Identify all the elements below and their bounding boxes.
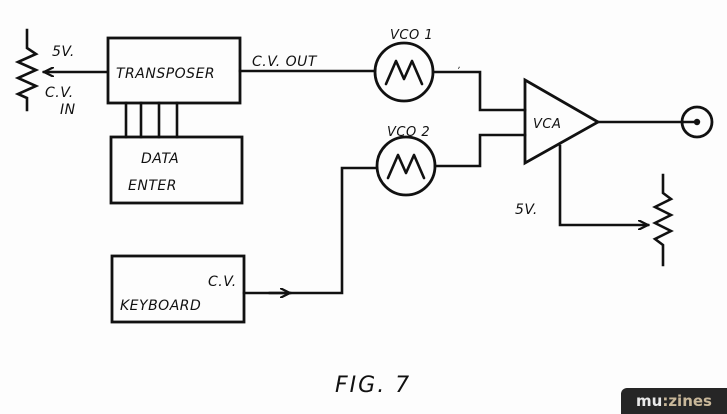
triangle-wave-icon xyxy=(384,59,424,86)
keyboard-block: C.V. KEYBOARD xyxy=(110,254,246,324)
right-pot-voltage-label: 5V. xyxy=(515,202,538,218)
transposer-label: TRANSPOSER xyxy=(116,66,215,82)
vco2: VCO 2 xyxy=(375,125,437,197)
vca-label: VCA xyxy=(533,117,561,132)
data-enter-block: DATA ENTER xyxy=(109,135,244,205)
vco2-label: VCO 2 xyxy=(387,125,430,140)
vco2-circle xyxy=(375,135,437,197)
vca-control-wire xyxy=(558,144,648,225)
muzines-logo[interactable]: mu:zines xyxy=(621,388,727,414)
vco1: VCO 1 xyxy=(373,28,435,103)
transposer-block: TRANSPOSER xyxy=(106,36,242,105)
data-bus xyxy=(124,101,179,139)
left-pot-in-label: IN xyxy=(60,102,76,118)
logo-text-zines: :zines xyxy=(662,392,712,410)
vco1-to-vca-wire xyxy=(431,70,527,112)
keyboard-box xyxy=(110,254,246,324)
vco1-label: VCO 1 xyxy=(390,28,433,43)
vco1-circle xyxy=(373,41,435,103)
triangle-wave-icon xyxy=(386,153,426,180)
figure-caption: FIG. 7 xyxy=(335,373,411,398)
left-pot-cv-label: C.V. xyxy=(45,85,74,101)
resistor-icon xyxy=(14,28,40,112)
resistor-icon xyxy=(652,173,674,267)
data-enter-box xyxy=(109,135,244,205)
vca: VCA xyxy=(523,77,601,166)
stray-mark: , xyxy=(458,61,461,71)
keyboard-cv-label: C.V. xyxy=(208,274,237,290)
logo-text-mu: mu xyxy=(636,392,663,410)
data-enter-label-line2: ENTER xyxy=(128,178,177,194)
keyboard-label: KEYBOARD xyxy=(120,298,201,314)
keyboard-to-vco2-wire xyxy=(242,166,379,295)
cv-in-potentiometer: 5V. C.V. IN xyxy=(14,28,109,118)
cv-out-label: C.V. OUT xyxy=(252,54,318,70)
left-pot-voltage-label: 5V. xyxy=(52,44,75,60)
data-enter-label-line1: DATA xyxy=(141,151,179,167)
vca-triangle xyxy=(523,77,601,166)
vco2-to-vca-wire xyxy=(433,133,527,168)
output-jack-icon xyxy=(680,105,714,139)
